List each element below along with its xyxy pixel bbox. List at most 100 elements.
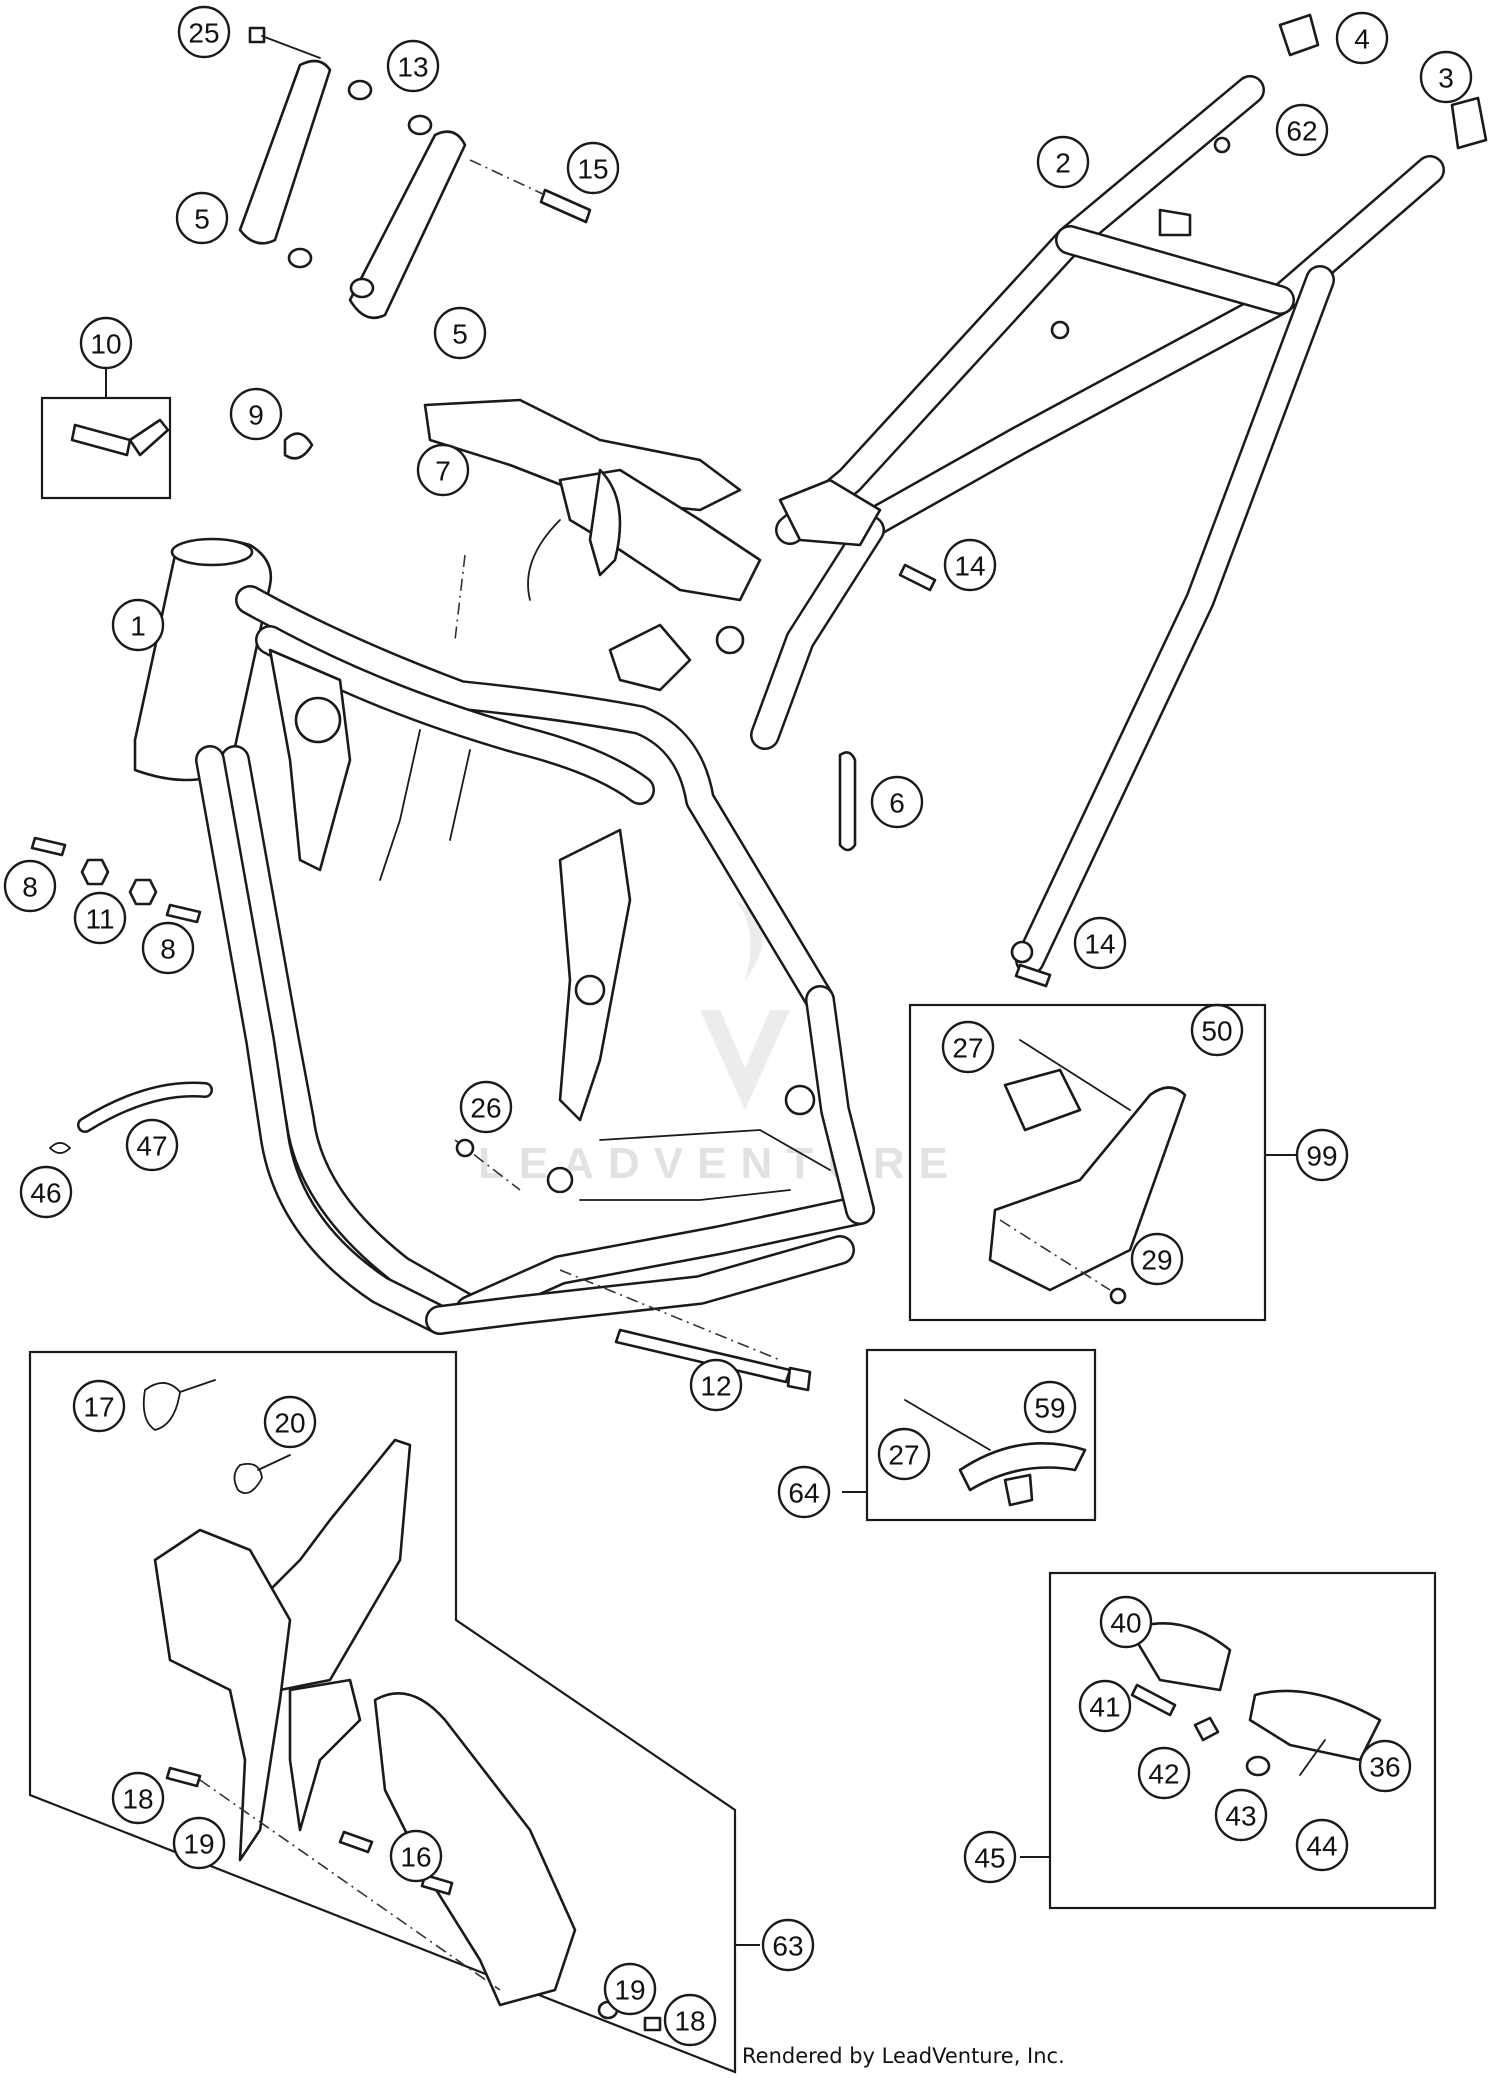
callout-27: 27 (877, 1427, 931, 1481)
callout-1: 1 (111, 598, 165, 652)
callout-circle (1214, 1788, 1268, 1842)
callout-14: 14 (1073, 916, 1127, 970)
callout-label: 16 (400, 1842, 431, 1873)
callout-label: 10 (90, 329, 121, 360)
callout-label: 12 (700, 1371, 731, 1402)
callout-18: 18 (663, 1993, 717, 2047)
callout-10: 10 (79, 316, 133, 370)
callout-label: 62 (1286, 116, 1317, 147)
part-63-box (28, 1350, 737, 2074)
main-frame (133, 537, 875, 1361)
callout-25: 25 (177, 5, 231, 59)
subframe-support (423, 398, 762, 655)
callout-circle (229, 387, 283, 441)
callout-label: 18 (674, 2006, 705, 2037)
callout-label: 63 (772, 1931, 803, 1962)
callout-40: 40 (1099, 1595, 1153, 1649)
callout-label: 25 (188, 18, 219, 49)
callout-7: 7 (416, 443, 470, 497)
callout-41: 41 (1078, 1679, 1132, 1733)
callout-circle (1023, 1380, 1077, 1434)
callout-62: 62 (1275, 103, 1329, 157)
callout-label: 29 (1141, 1245, 1172, 1276)
assembly-64 (842, 1348, 1097, 1522)
callout-circle (73, 891, 127, 945)
callout-50: 50 (1190, 1003, 1244, 1057)
callout-label: 50 (1201, 1016, 1232, 1047)
callout-circle (1295, 1128, 1349, 1182)
callout-circle (1190, 1003, 1244, 1057)
watermark: LEADVENTURE (478, 900, 948, 1188)
callout-17: 17 (72, 1379, 126, 1433)
callout-circle (1275, 103, 1329, 157)
subframe (750, 75, 1445, 975)
callout-label: 5 (194, 204, 210, 235)
callout-circle (943, 538, 997, 592)
part-45-box (1048, 1571, 1437, 1910)
callout-label: 45 (974, 1843, 1005, 1874)
callout-circle (263, 1395, 317, 1449)
callout-3: 3 (1419, 50, 1473, 104)
callout-27: 27 (941, 1020, 995, 1074)
callout-26: 26 (459, 1080, 513, 1134)
callout-99: 99 (1295, 1128, 1349, 1182)
callout-64: 64 (777, 1465, 831, 1519)
callout-circle (1099, 1595, 1153, 1649)
callout-label: 43 (1225, 1801, 1256, 1832)
callout-5: 5 (175, 191, 229, 245)
callout-label: 14 (954, 551, 985, 582)
callout-43: 43 (1214, 1788, 1268, 1842)
callout-circle (1358, 1739, 1412, 1793)
callout-label: 8 (22, 872, 38, 903)
callout-circle (1130, 1232, 1184, 1286)
callout-label: 4 (1354, 24, 1370, 55)
assembly-45 (1020, 1571, 1437, 1910)
callout-circle (389, 1829, 443, 1883)
callout-44: 44 (1295, 1818, 1349, 1872)
callout-circle (1419, 50, 1473, 104)
callout-circle (1036, 135, 1090, 189)
callout-4: 4 (1335, 11, 1389, 65)
callout-label: 36 (1369, 1752, 1400, 1783)
callout-circle (603, 1962, 657, 2016)
callout-circle (172, 1816, 226, 1870)
callout-circle (566, 141, 620, 195)
callout-circle (1295, 1818, 1349, 1872)
callout-circle (1078, 1679, 1132, 1733)
callout-12: 12 (689, 1358, 743, 1412)
callout-label: 26 (470, 1093, 501, 1124)
callout-label: 64 (788, 1478, 819, 1509)
callout-label: 44 (1306, 1831, 1337, 1862)
callout-45: 45 (963, 1830, 1017, 1884)
callout-36: 36 (1358, 1739, 1412, 1793)
callout-18: 18 (111, 1771, 165, 1825)
callout-label: 5 (452, 319, 468, 350)
callout-label: 9 (248, 400, 264, 431)
callout-label: 8 (160, 934, 176, 965)
callout-14: 14 (943, 538, 997, 592)
callout-63: 63 (761, 1918, 815, 1972)
hardware (30, 13, 1488, 1392)
callout-47: 47 (125, 1118, 179, 1172)
callout-circle (663, 1993, 717, 2047)
callout-circle (459, 1080, 513, 1134)
callout-label: 47 (136, 1131, 167, 1162)
callout-label: 14 (1084, 929, 1115, 960)
callout-circle (386, 39, 440, 93)
callout-circle (877, 1427, 931, 1481)
callout-19: 19 (603, 1962, 657, 2016)
callout-circle (111, 1771, 165, 1825)
callout-label: 7 (435, 456, 451, 487)
callout-circle (125, 1118, 179, 1172)
callout-label: 40 (1110, 1608, 1141, 1639)
callout-46: 46 (19, 1165, 73, 1219)
callout-11: 11 (73, 891, 127, 945)
callout-label: 18 (122, 1784, 153, 1815)
callout-label: 46 (30, 1178, 61, 1209)
callout-circle (941, 1020, 995, 1074)
callout-label: 42 (1148, 1759, 1179, 1790)
callout-label: 59 (1034, 1393, 1065, 1424)
callout-circle (761, 1918, 815, 1972)
callout-label: 13 (397, 52, 428, 83)
